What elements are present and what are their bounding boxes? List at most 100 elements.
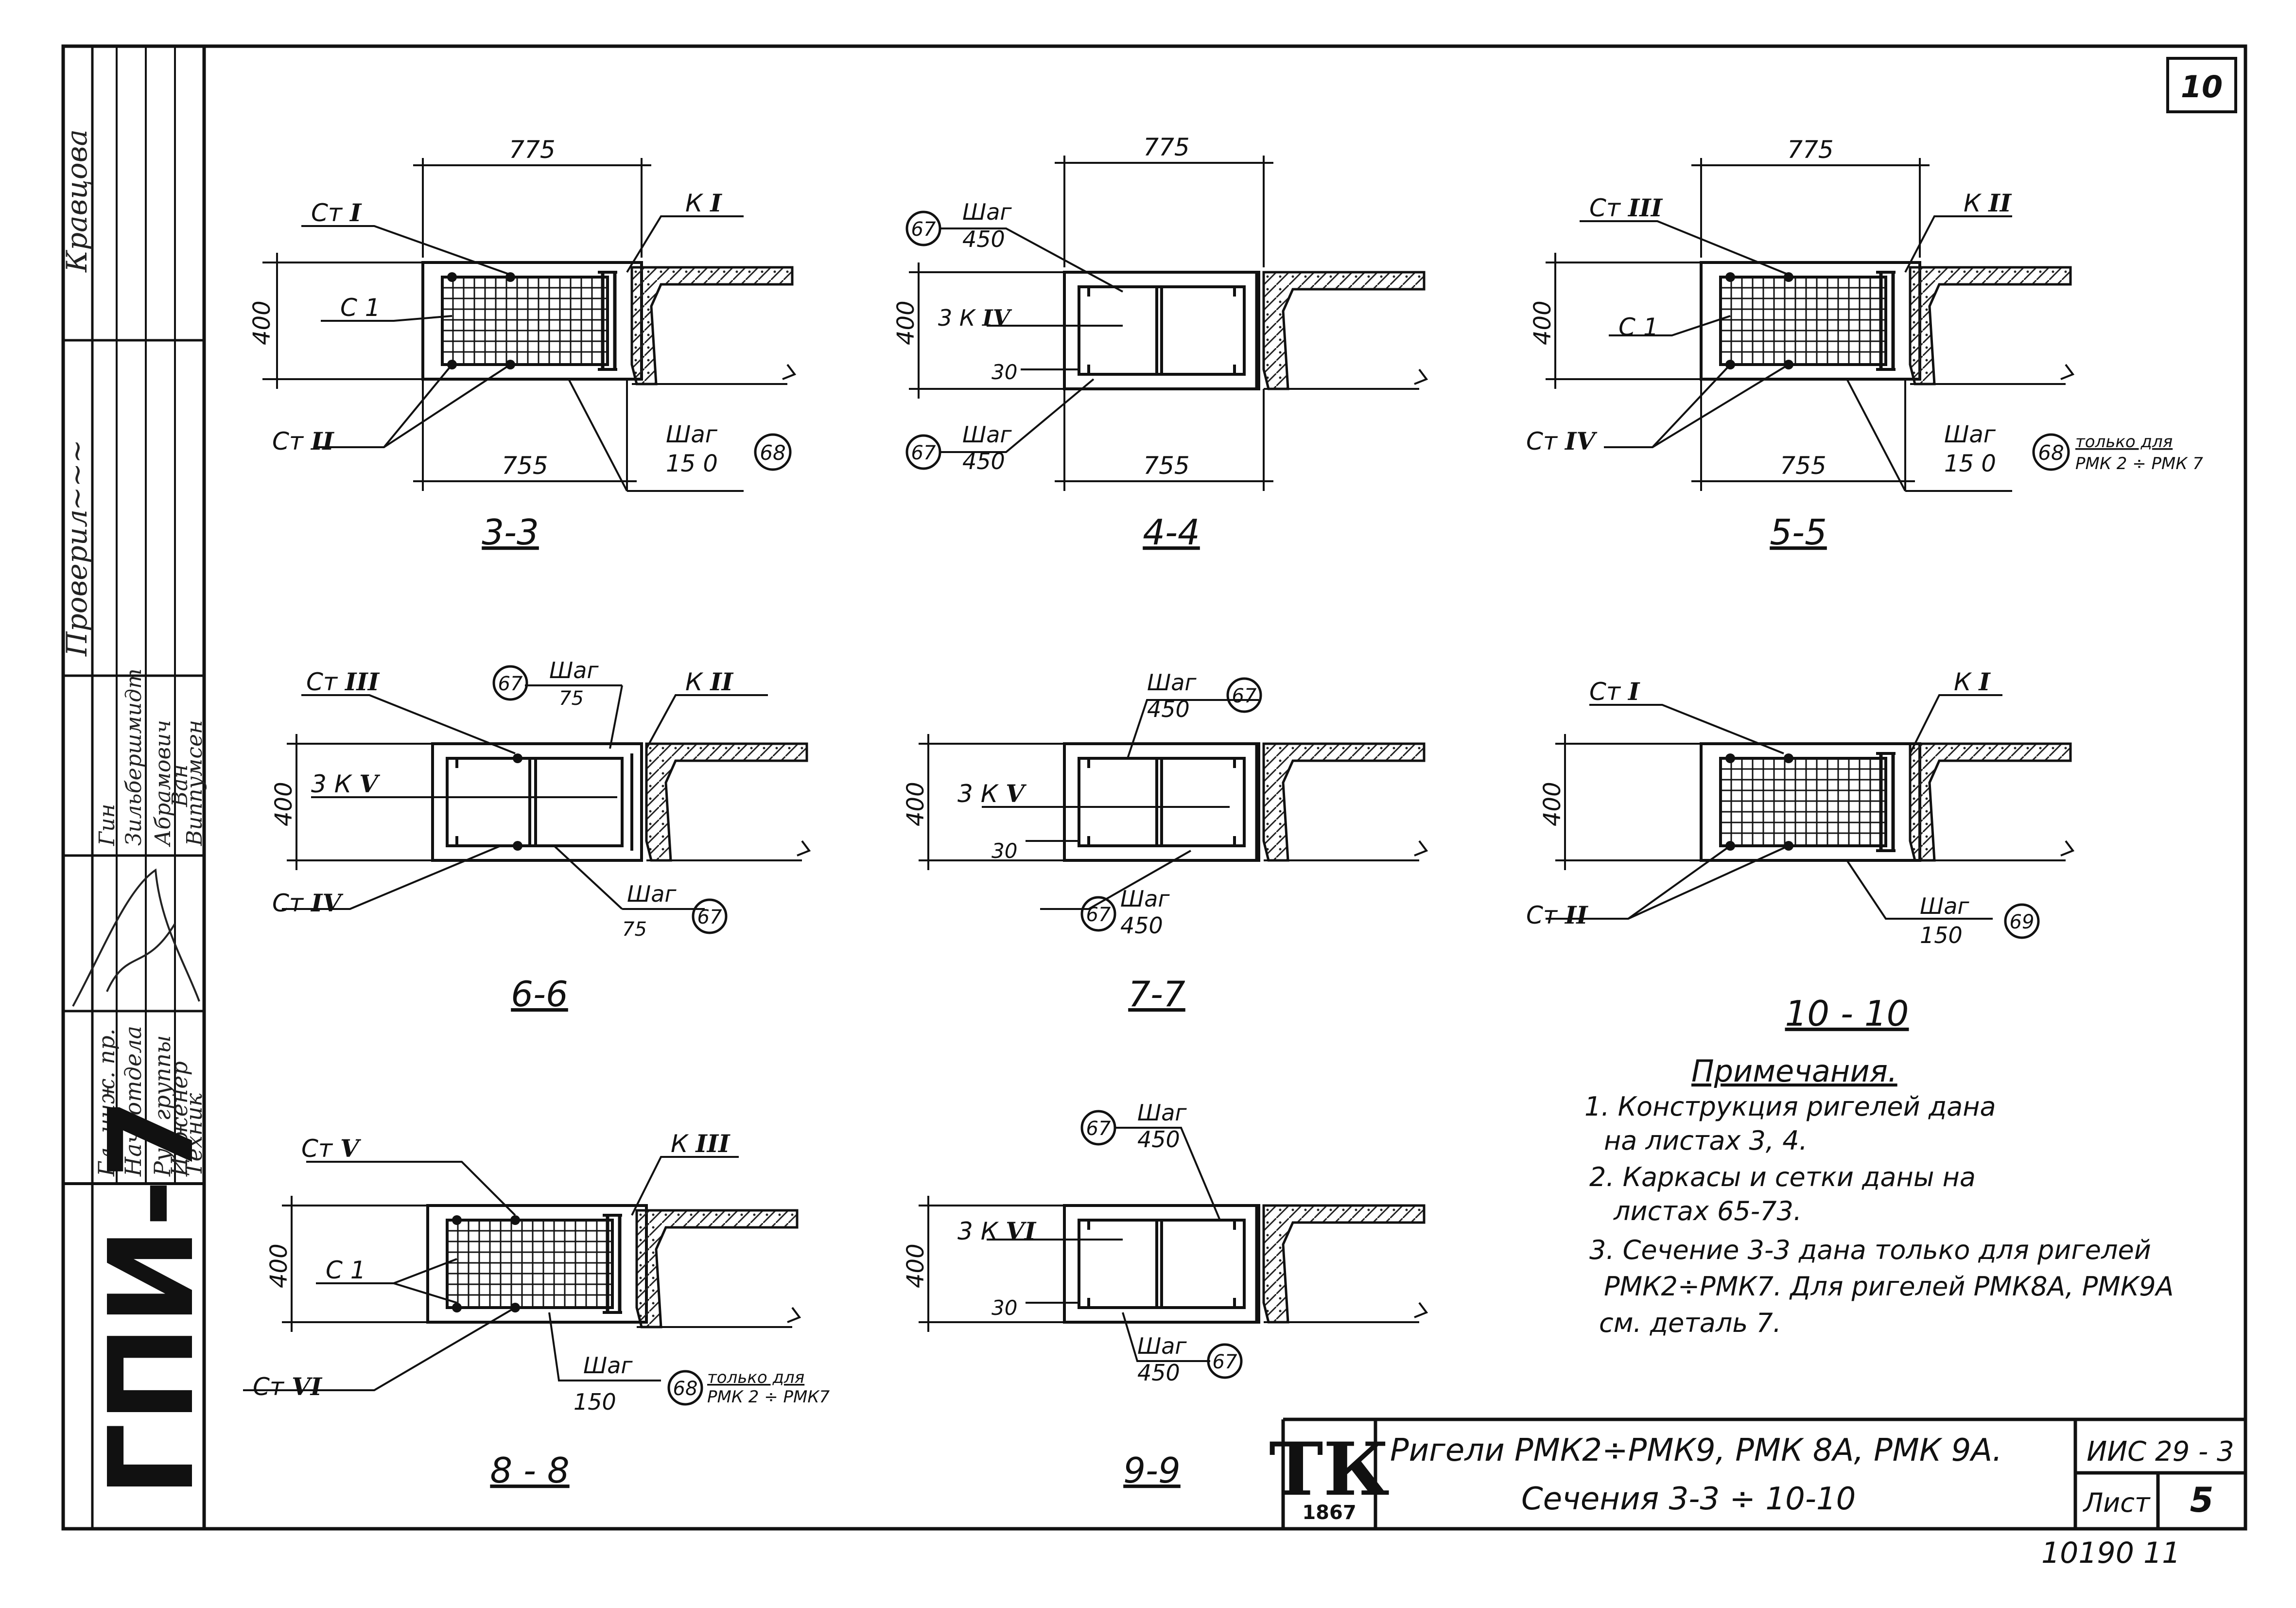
doc-code: ИИС 29 - 3 [2087,1436,2234,1468]
section-8-8: 400 Ст V К III С 1 Ст VI Шаг 150 68 толь… [243,1129,830,1491]
s77-mark-top: 67 [1232,685,1257,707]
left-stamp: Кравцова Проверил ~~~ Гл. инж. пр. Нач. … [60,46,220,1529]
signatures-scribble [72,868,200,1007]
s88-title: 8 - 8 [490,1450,569,1491]
org-mark: ГПИ-7 [84,1098,220,1497]
note-line-7: см. деталь 7. [1599,1308,1781,1338]
s99-mark-bot: 67 [1213,1351,1237,1373]
s33-k: К I [685,189,722,217]
s44-bottom-dim: 755 [1143,452,1189,480]
note-line-6: РМК2÷РМК7. Для ригелей РМК8А, РМК9А [1604,1271,2174,1302]
s99-title: 9-9 [1123,1450,1181,1491]
notes: Примечания. 1. Конструкция ригелей дана … [1584,1053,2174,1338]
s55-top-dim: 775 [1787,136,1833,164]
s66-shag-top-val: 75 [559,687,584,710]
s77-title: 7-7 [1128,974,1185,1014]
s88-height-dim: 400 [265,1243,293,1288]
s77-30: 30 [991,839,1017,863]
s99-30: 30 [991,1296,1017,1320]
note-line-2: на листах 3, 4. [1604,1125,1808,1156]
name-3: Абрамович [151,720,175,847]
s33-c1: С 1 [340,294,381,322]
note-line-1: 1. Конструкция ригелей дана [1584,1091,1996,1122]
s99-shag-top-val: 450 [1137,1126,1180,1153]
role-3: Рук. группы [149,1035,175,1177]
s55-shag: Шаг [1944,421,1996,448]
s55-only-1: только для [2075,432,2173,452]
archive-no: 10190 11 [2041,1536,2180,1570]
s44-shag-bot-val: 450 [962,448,1005,474]
s1010-shag-val: 150 [1920,922,1963,948]
s44-title: 4-4 [1143,512,1200,553]
s88-only-2: РМК 2 ÷ РМК7 [707,1387,830,1407]
s1010-st-top: Ст I [1589,677,1640,706]
s99-mark-top: 67 [1086,1118,1111,1140]
s44-frame: 3 К IV [938,305,1012,331]
checked-name: Кравцова [60,129,93,273]
s88-c1: С 1 [326,1256,366,1284]
s1010-shag: Шаг [1920,893,1969,919]
s33-bottom-dim: 755 [502,452,548,480]
s77-frame: 3 К V [957,779,1027,808]
s88-mark: 68 [673,1378,698,1400]
s88-k: К III [671,1129,731,1158]
s88-shag-val: 150 [574,1389,616,1415]
s55-c1: С 1 [1618,313,1659,341]
s66-shag-bot: Шаг [627,881,677,907]
s33-shag-val: 15 0 [666,450,718,477]
s77-shag-bot: Шаг [1120,886,1170,912]
s44-height-dim: 400 [892,300,920,345]
s55-st-bottom: Ст IV [1526,427,1598,455]
s66-frame: 3 К V [311,769,381,798]
s1010-k: К I [1954,667,1991,696]
s44-shag-top: Шаг [962,199,1012,225]
s77-shag-top-val: 450 [1147,696,1190,722]
section-7-7: 400 30 Шаг 450 67 3 К V 67 Шаг 450 7-7 [902,669,1426,1014]
name-2: Зильбершмидт [122,668,146,846]
s44-shag-bot: Шаг [962,421,1012,448]
s55-st-top: Ст III [1589,193,1663,222]
section-3-3: 775 755 400 Ст I К I С 1 Ст II Шаг 15 0 … [248,136,795,553]
title-block: ТК 1867 Ригели РМК2÷РМК9, РМК 8А, РМК 9А… [1269,1417,2245,1570]
s1010-st-bottom: Ст II [1526,901,1588,929]
s44-top-dim: 775 [1143,133,1189,161]
section-9-9: 400 30 67 Шаг 450 3 К VI Шаг 450 67 9-9 [902,1100,1426,1491]
s99-frame: 3 К VI [957,1217,1037,1245]
s33-top-dim: 775 [509,136,555,164]
s88-shag: Шаг [583,1352,633,1379]
s99-shag-bot: Шаг [1137,1333,1187,1359]
s99-shag-bot-val: 450 [1137,1360,1180,1386]
sheet-number: 10 [2181,69,2223,105]
s44-mark-bot: 67 [911,442,936,464]
s55-shag-val: 15 0 [1944,450,1996,477]
s77-shag-top: Шаг [1147,669,1197,696]
s44-mark-top: 67 [911,218,936,241]
title-line-2: Сечения 3-3 ÷ 10-10 [1521,1481,1856,1517]
logo-year: 1867 [1302,1502,1356,1524]
note-line-5: 3. Сечение 3-3 дана только для ригелей [1589,1235,2151,1265]
s55-height-dim: 400 [1529,300,1556,345]
s1010-title: 10 - 10 [1785,993,1909,1034]
s33-title: 3-3 [482,512,539,553]
s77-height-dim: 400 [902,782,929,826]
s66-st-bottom: Ст IV [272,889,344,917]
s33-st-bottom: Ст II [272,427,334,455]
note-line-3: 2. Каркасы и сетки даны на [1589,1162,1976,1192]
s1010-height-dim: 400 [1539,782,1566,826]
sheet-no: 5 [2190,1480,2214,1520]
section-10-10: 400 Ст I К I Ст II Шаг 150 69 10 - 10 [1526,667,2073,1034]
name-1: Гин [95,804,120,846]
s33-mark: 68 [760,441,785,465]
check-signature: ~~~ [60,439,93,510]
name-4: Ван [168,764,192,807]
logo: ТК [1269,1427,1390,1512]
section-6-6: 400 Ст III 67 Шаг 75 К II 3 К V Ст IV Ша… [270,657,809,1014]
s88-only-1: только для [707,1368,804,1387]
s88-st-top: Ст V [301,1134,362,1163]
s55-bottom-dim: 755 [1780,452,1826,480]
s66-height-dim: 400 [270,782,297,826]
s33-shag: Шаг [666,421,718,448]
s99-shag-top: Шаг [1137,1100,1187,1126]
role-1: Гл. инж. пр. [93,1029,120,1177]
